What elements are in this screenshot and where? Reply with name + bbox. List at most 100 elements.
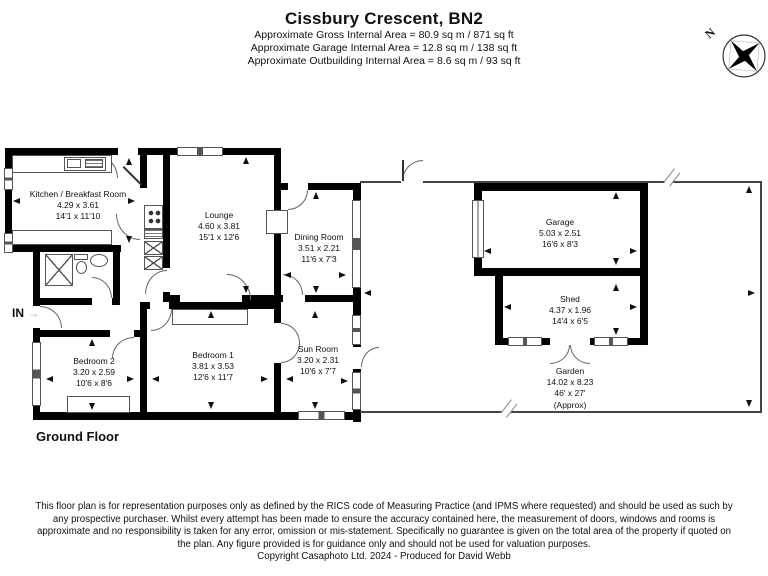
room-metric: 3.81 x 3.53 xyxy=(191,361,235,372)
dimension-arrow xyxy=(504,304,511,310)
dimension-arrow xyxy=(364,290,371,296)
room-name: Shed xyxy=(560,294,580,304)
door-arc xyxy=(570,345,590,364)
kitchen-counter xyxy=(12,230,112,245)
wall xyxy=(353,183,361,422)
room-metric: 3.51 x 2.21 xyxy=(297,243,341,254)
room-name: Garden xyxy=(555,366,585,376)
room-name: Bedroom 2 xyxy=(73,356,115,366)
dimension-arrow xyxy=(313,286,319,293)
dimension-arrow xyxy=(341,378,348,384)
room-name: Kitchen / Breakfast Room xyxy=(29,189,127,199)
dimension-arrow xyxy=(261,376,268,382)
wall xyxy=(33,298,120,305)
room-imperial: 15'1 x 12'6 xyxy=(198,232,240,243)
in-text: IN xyxy=(12,306,24,320)
room-label-garage: Garage 5.03 x 2.51 16'6 x 8'3 xyxy=(539,217,581,251)
dimension-arrow xyxy=(312,311,318,318)
dimension-arrow xyxy=(484,248,491,254)
wall xyxy=(33,330,147,337)
dimension-arrow xyxy=(127,376,134,382)
room-imperial: 12'6 x 11'7 xyxy=(193,372,233,383)
room-name: Lounge xyxy=(204,210,234,220)
room-note: (Approx) xyxy=(553,399,587,410)
room-metric: 4.37 x 1.96 xyxy=(548,305,592,316)
wall xyxy=(5,148,148,155)
room-imperial: 16'6 x 8'3 xyxy=(542,239,578,250)
dimension-arrow xyxy=(243,286,249,293)
room-metric: 4.29 x 3.61 xyxy=(56,200,100,211)
garden-boundary xyxy=(360,181,762,183)
gate-leaf xyxy=(402,160,404,181)
wall xyxy=(147,412,281,420)
dimension-arrow xyxy=(126,158,132,165)
double-door-gap xyxy=(274,323,281,363)
room-imperial: 14'4 x 6'5 xyxy=(552,316,588,327)
dimension-arrow xyxy=(208,311,214,318)
room-imperial: 46' x 27' xyxy=(554,388,586,399)
wall xyxy=(140,155,147,188)
wall xyxy=(281,183,360,190)
header: Cissbury Crescent, BN2 Approximate Gross… xyxy=(0,9,768,68)
fireplace-hatch xyxy=(266,210,288,234)
copyright-text: Copyright Casaphoto Ltd. 2024 - Produced… xyxy=(257,551,511,563)
wall xyxy=(5,245,121,252)
dimension-arrow xyxy=(748,290,755,296)
door-arc xyxy=(281,323,300,343)
dimension-arrow xyxy=(13,198,20,204)
wall xyxy=(33,412,147,420)
door-gap xyxy=(353,347,361,369)
wall xyxy=(140,330,147,420)
door-gap xyxy=(150,302,169,309)
shower-icon xyxy=(45,254,73,286)
window xyxy=(177,147,223,156)
door-gap xyxy=(92,298,112,305)
footer: This floor plan is for representation pu… xyxy=(34,501,734,564)
room-label-bedroom1: Bedroom 1 3.81 x 3.53 12'6 x 11'7 xyxy=(192,350,234,384)
dimension-arrow xyxy=(243,157,249,164)
floor-label: Ground Floor xyxy=(36,429,120,444)
wall xyxy=(495,276,503,345)
dimension-arrow xyxy=(630,304,637,310)
window xyxy=(508,337,542,346)
dimension-arrow xyxy=(89,339,95,346)
front-door-gap xyxy=(33,306,40,328)
hob-icon xyxy=(144,205,163,229)
entry-label: IN → xyxy=(12,306,39,320)
room-metric: 14.02 x 8.23 xyxy=(546,377,594,388)
window xyxy=(352,315,361,345)
room-label-kitchen: Kitchen / Breakfast Room 4.29 x 3.61 14'… xyxy=(30,189,126,223)
wall xyxy=(147,302,281,309)
dimension-arrow xyxy=(613,328,619,335)
dimension-arrow xyxy=(126,236,132,243)
dimension-arrow xyxy=(152,376,159,382)
toilet-cistern-icon xyxy=(74,254,88,260)
garage-door xyxy=(472,200,484,258)
garden-boundary xyxy=(760,181,762,413)
toilet-bowl-icon xyxy=(76,261,87,274)
cupboard-icon xyxy=(144,241,163,255)
room-label-garden: Garden 14.02 x 8.23 46' x 27' (Approx) xyxy=(547,366,594,411)
garden-boundary xyxy=(360,411,762,413)
dimension-arrow xyxy=(312,402,318,409)
gate-arc xyxy=(402,160,423,181)
wardrobe xyxy=(67,396,130,413)
dimension-arrow xyxy=(284,272,291,278)
room-name: Dining Room xyxy=(294,232,344,242)
room-label-shed: Shed 4.37 x 1.96 14'4 x 6'5 xyxy=(549,294,591,328)
boundary-break-icon xyxy=(500,399,518,418)
wall xyxy=(140,302,147,330)
room-label-lounge: Lounge 4.60 x 3.81 15'1 x 12'6 xyxy=(198,210,240,244)
wall xyxy=(474,268,648,276)
dimension-arrow xyxy=(208,402,214,409)
room-name: Garage xyxy=(545,217,575,227)
wall xyxy=(281,295,353,302)
wall xyxy=(5,148,12,252)
front-door-arc xyxy=(40,306,62,328)
window xyxy=(4,168,13,190)
room-imperial: 10'6 x 7'7 xyxy=(300,366,336,377)
dimension-arrow xyxy=(313,192,319,199)
wall xyxy=(113,245,120,305)
room-metric: 5.03 x 2.51 xyxy=(538,228,582,239)
